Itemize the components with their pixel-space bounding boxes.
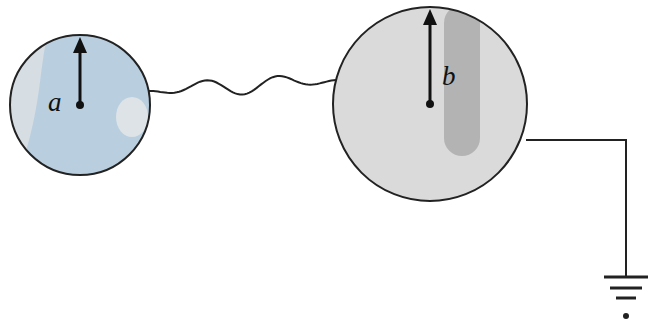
sphere-label: b	[442, 63, 456, 90]
sphere: a	[8, 33, 152, 177]
ground-symbol	[623, 313, 629, 319]
sphere-shape	[331, 5, 529, 203]
ground-symbol	[604, 276, 648, 279]
sphere: b	[331, 5, 529, 203]
ground-symbol	[616, 297, 636, 300]
sphere-label: a	[48, 89, 62, 116]
connecting-wire	[149, 76, 336, 95]
ground-symbol	[610, 287, 642, 290]
ground-wire	[526, 140, 626, 276]
sphere-shape	[8, 33, 152, 177]
